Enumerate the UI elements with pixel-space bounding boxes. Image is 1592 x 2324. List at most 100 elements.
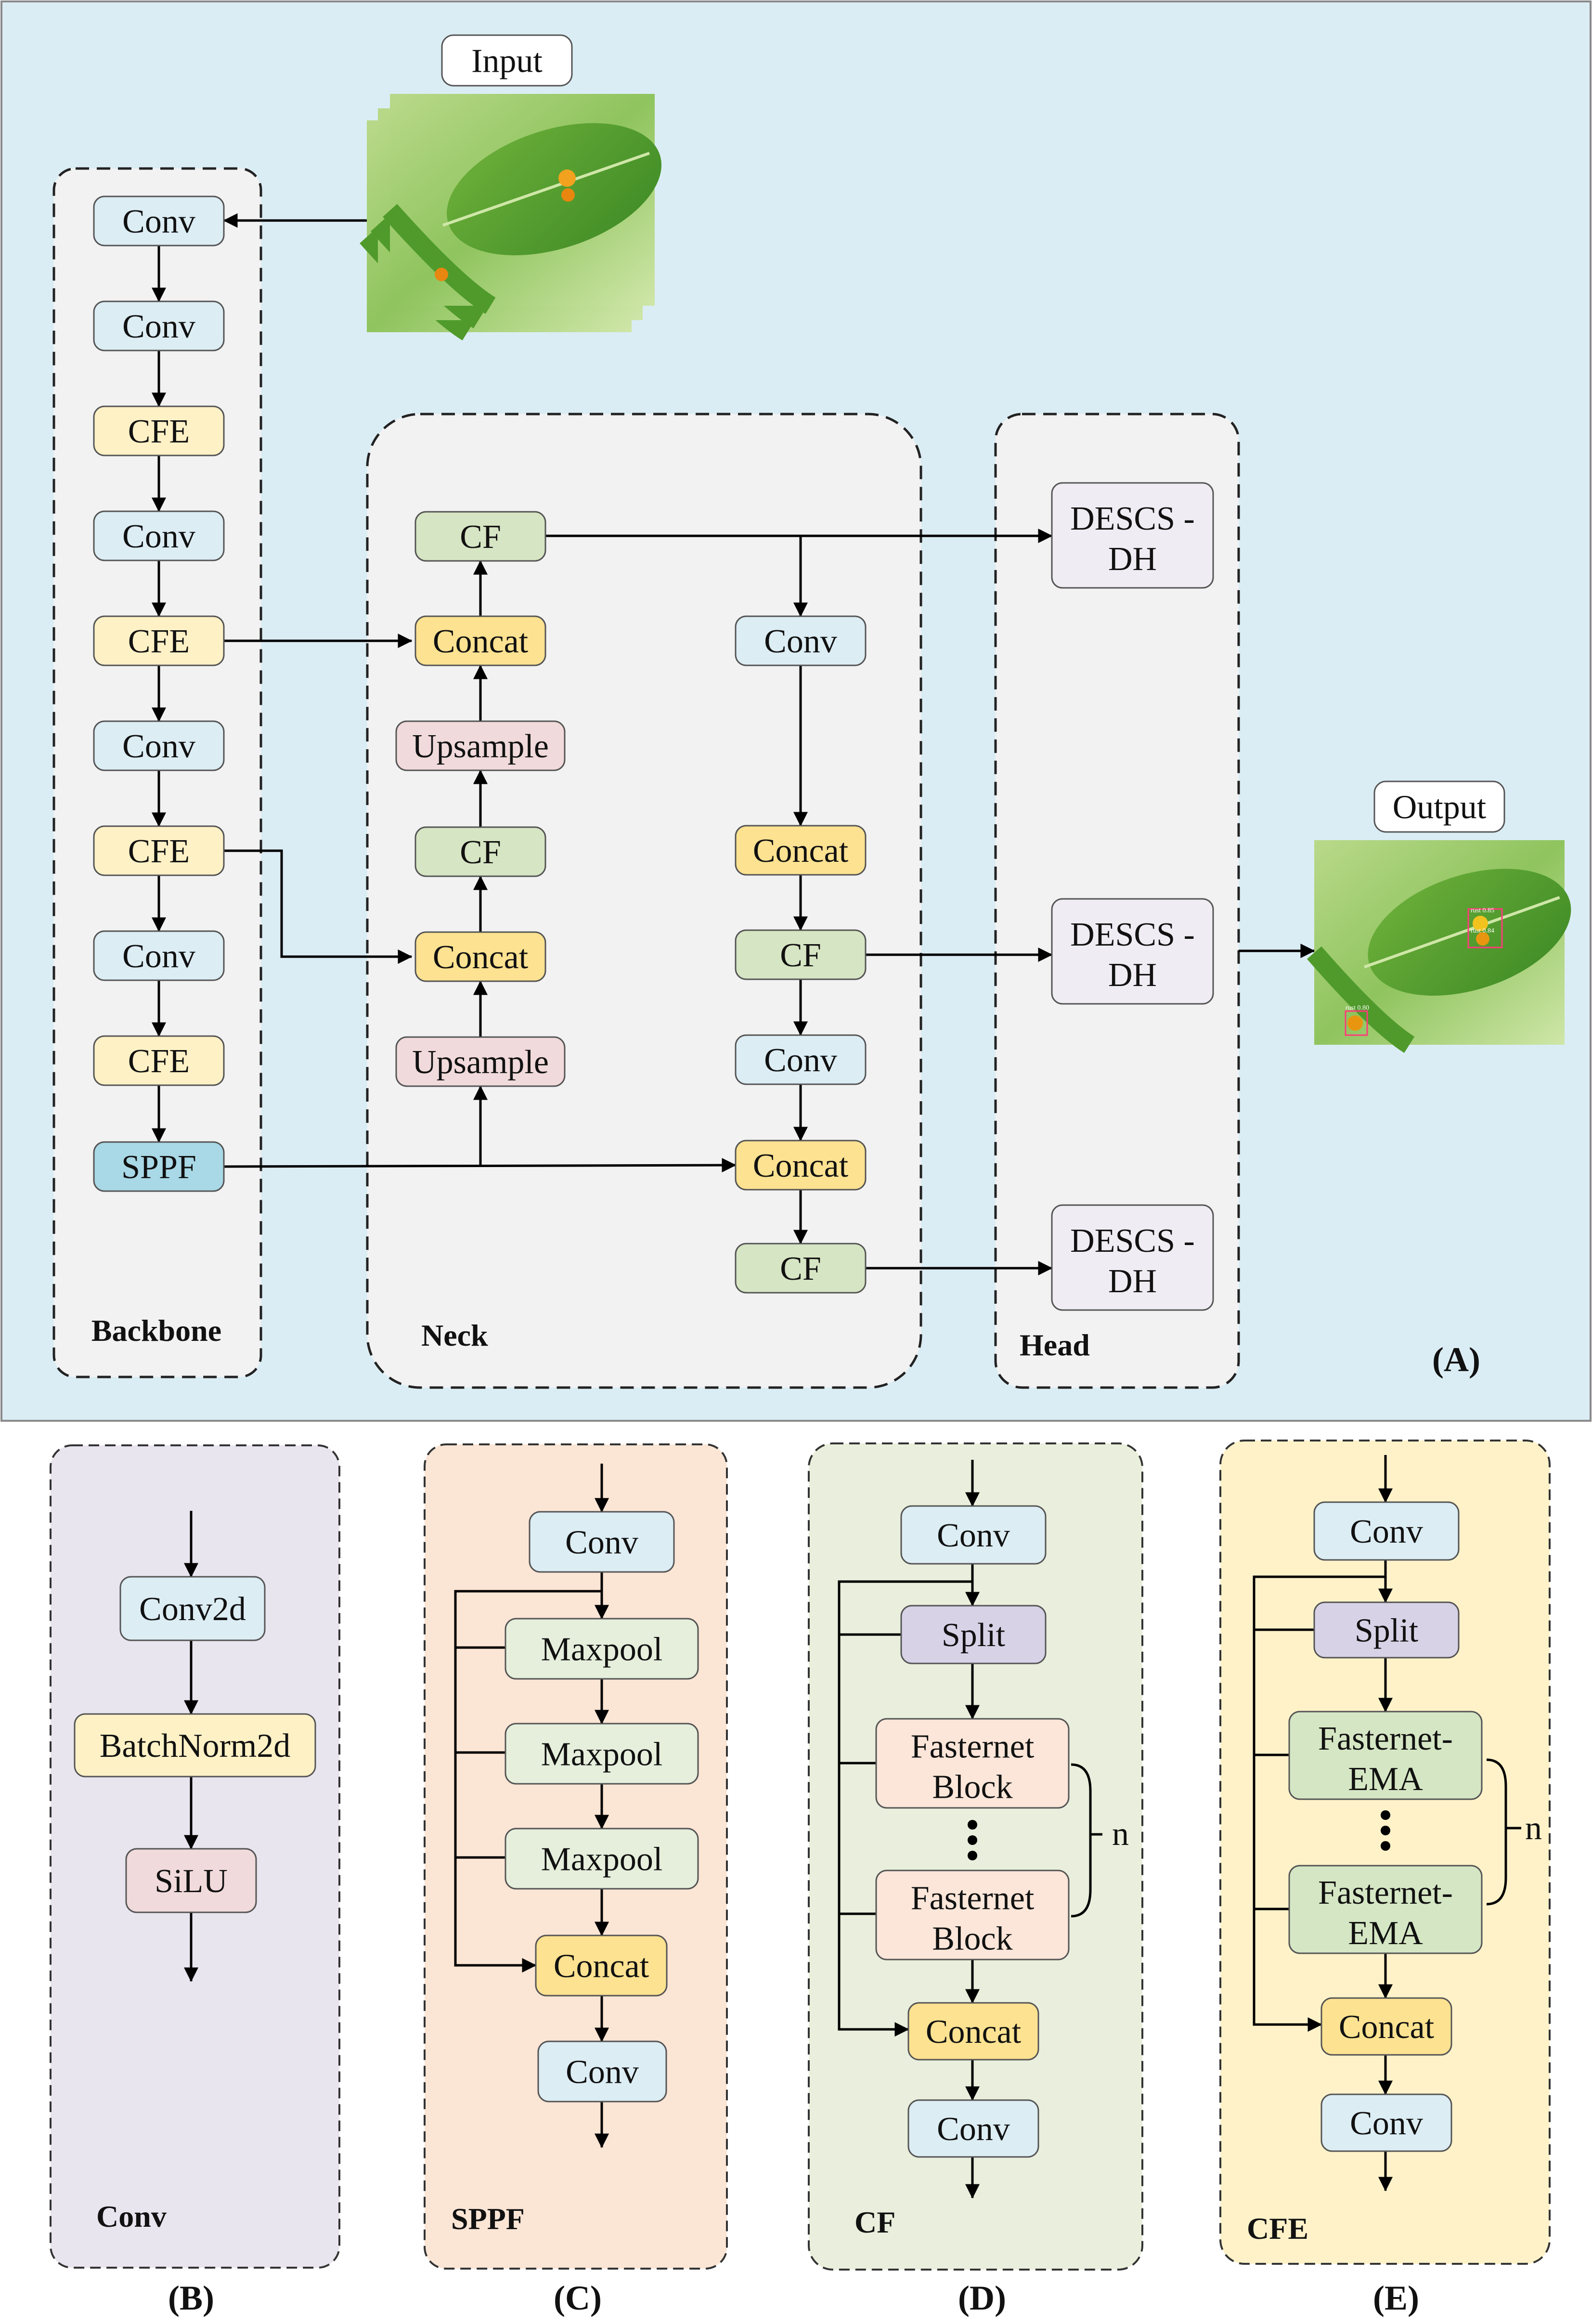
backbone-block-7-label: Conv: [122, 938, 195, 975]
head-block-0-label-line1: DESCS -: [1070, 500, 1195, 537]
panel-b-block-2-label: SiLU: [155, 1863, 228, 1900]
neck-right-block-2-label: CF: [780, 937, 821, 974]
panel-c-block-5-label: Conv: [566, 2054, 639, 2091]
panel-e-block-2-label-line2: EMA: [1348, 1915, 1423, 1952]
head-block-0-box: [1051, 482, 1214, 589]
panel-c-label: (C): [554, 2279, 602, 2317]
panel-e-conv-top: Conv: [1313, 1501, 1460, 1561]
neck-left-block-5-box: [395, 1036, 566, 1087]
neck-left-block-5: Upsample: [395, 1036, 566, 1087]
panel-d-repeat-bracket: [1071, 1763, 1092, 1918]
panel-e-block-1-box: [1288, 1711, 1483, 1800]
head-block-0-label-line2: DH: [1108, 541, 1157, 578]
panel-b-label: (B): [168, 2279, 214, 2317]
panel-c-block-3: Maxpool: [505, 1828, 699, 1890]
head-block-2-label-line1: DESCS -: [1070, 1222, 1195, 1259]
panel-e-conv-bottom-label: Conv: [1350, 2105, 1423, 2142]
backbone-block-6-label: CFE: [128, 833, 190, 870]
panel-d-repeat-label: n: [1112, 1816, 1129, 1853]
backbone-block-5: Conv: [93, 720, 225, 771]
panel-c-block-4: Concat: [535, 1935, 668, 1997]
panel-d-block-1-label-line1: Fasternet: [911, 1728, 1035, 1766]
neck-left-block-0: CF: [414, 511, 546, 562]
neck-right-block-1-box: [735, 825, 867, 876]
panel-e-block-1: Fasternet-EMA: [1288, 1711, 1483, 1800]
backbone-block-9-box: [93, 1141, 225, 1192]
panel-d-conv-bottom-label: Conv: [937, 2111, 1010, 2148]
panel-e-title: CFE: [1247, 2211, 1308, 2246]
neck-left-block-0-label: CF: [460, 519, 501, 556]
neck-right-block-5-label: CF: [780, 1250, 821, 1287]
panel-c-block-0: Conv: [529, 1511, 675, 1573]
head-block-1-label-line2: DH: [1108, 957, 1157, 994]
panel-d-conv-bottom-box: [907, 2099, 1039, 2158]
cfe-to-concat-mid-arrow: [224, 849, 413, 964]
neck-left-block-3-box: [414, 826, 546, 877]
backbone-block-1-label: Conv: [122, 308, 195, 345]
panel-b-block-0-box: [119, 1576, 266, 1641]
panel-d-conv-top: Conv: [900, 1505, 1047, 1565]
panel-c-block-0-box: [529, 1511, 675, 1573]
input-label-text: Input: [471, 43, 543, 80]
panel-c-block-1-box: [505, 1618, 699, 1680]
panel-a-label: (A): [1432, 1340, 1480, 1379]
backbone-block-7-box: [93, 930, 225, 981]
panel-c-block-3-label: Maxpool: [541, 1841, 663, 1878]
neck-right-block-0: Conv: [735, 615, 867, 666]
head-block-2: DESCS - DH: [1051, 1204, 1214, 1311]
panel-c-block-4-box: [535, 1935, 668, 1997]
panel-d-concat: Concat: [907, 2002, 1039, 2061]
backbone-block-4: CFE: [93, 615, 225, 666]
backbone-block-2: CFE: [93, 405, 225, 456]
neck-right-block-4: Concat: [735, 1140, 867, 1191]
panel-b-block-2: SiLU: [125, 1848, 257, 1913]
neck-right-block-0-label: Conv: [764, 623, 837, 660]
panel-d-concat-box: [907, 2002, 1039, 2061]
backbone-block-7: Conv: [93, 930, 225, 981]
neck-left-block-4-box: [414, 931, 546, 982]
backbone-block-2-box: [93, 405, 225, 456]
output-label: Output: [1373, 780, 1505, 833]
backbone-block-6: CFE: [93, 825, 225, 876]
backbone-block-6-box: [93, 825, 225, 876]
output-detection-label-2: rust 0.80: [1346, 1004, 1369, 1012]
neck-left-block-3-label: CF: [460, 834, 501, 871]
head-block-2-label-line2: DH: [1108, 1263, 1157, 1300]
input-label: Input: [441, 34, 573, 87]
neck-left-block-1: Concat: [414, 615, 546, 666]
neck-left-block-2: Upsample: [395, 720, 566, 771]
backbone-block-3-box: [93, 510, 225, 561]
neck-right-block-3-box: [735, 1034, 867, 1085]
neck-left-block-4: Concat: [414, 931, 546, 982]
panel-d-conv-top-box: [900, 1505, 1047, 1565]
panel-c-title: SPPF: [451, 2202, 525, 2236]
panel-c-block-0-label: Conv: [565, 1524, 638, 1561]
panel-d-conv-bottom: Conv: [907, 2099, 1039, 2158]
panel-d-label: (D): [958, 2279, 1006, 2317]
panel-d-split: Split: [900, 1605, 1047, 1664]
neck-left-block-3: CF: [414, 826, 546, 877]
backbone-block-0-label: Conv: [122, 203, 195, 240]
panel-c-block-2-label: Maxpool: [541, 1736, 663, 1773]
neck-right-block-0-box: [735, 615, 867, 666]
neck-right-block-3: Conv: [735, 1034, 867, 1085]
head-block-1: DESCS -DH: [1051, 898, 1214, 1005]
backbone-block-0-box: [93, 195, 225, 247]
main-panel: [0, 0, 1592, 1422]
output-detection-label-0: rust 0.85: [1471, 907, 1494, 914]
panel-e-concat-box: [1320, 1997, 1452, 2056]
panel-c-block-4-label: Concat: [554, 1948, 649, 1985]
neck-right-block-2-box: [735, 929, 867, 980]
panel-e-split-box: [1313, 1601, 1460, 1659]
panel-e-repeat-bracket: [1486, 1758, 1507, 1906]
panel-c-block-3-box: [505, 1828, 699, 1890]
panel-c-skip-arrow: [454, 1590, 602, 1973]
backbone-block-4-label: CFE: [128, 623, 190, 660]
neck-right-block-4-box: [735, 1140, 867, 1191]
head-title: Head: [1020, 1328, 1090, 1362]
panel-d-split-box: [900, 1605, 1047, 1664]
backbone-block-3-label: Conv: [122, 518, 195, 555]
output-label-text: Output: [1393, 789, 1487, 826]
panel-d-skip-arrow: [838, 1580, 972, 2037]
